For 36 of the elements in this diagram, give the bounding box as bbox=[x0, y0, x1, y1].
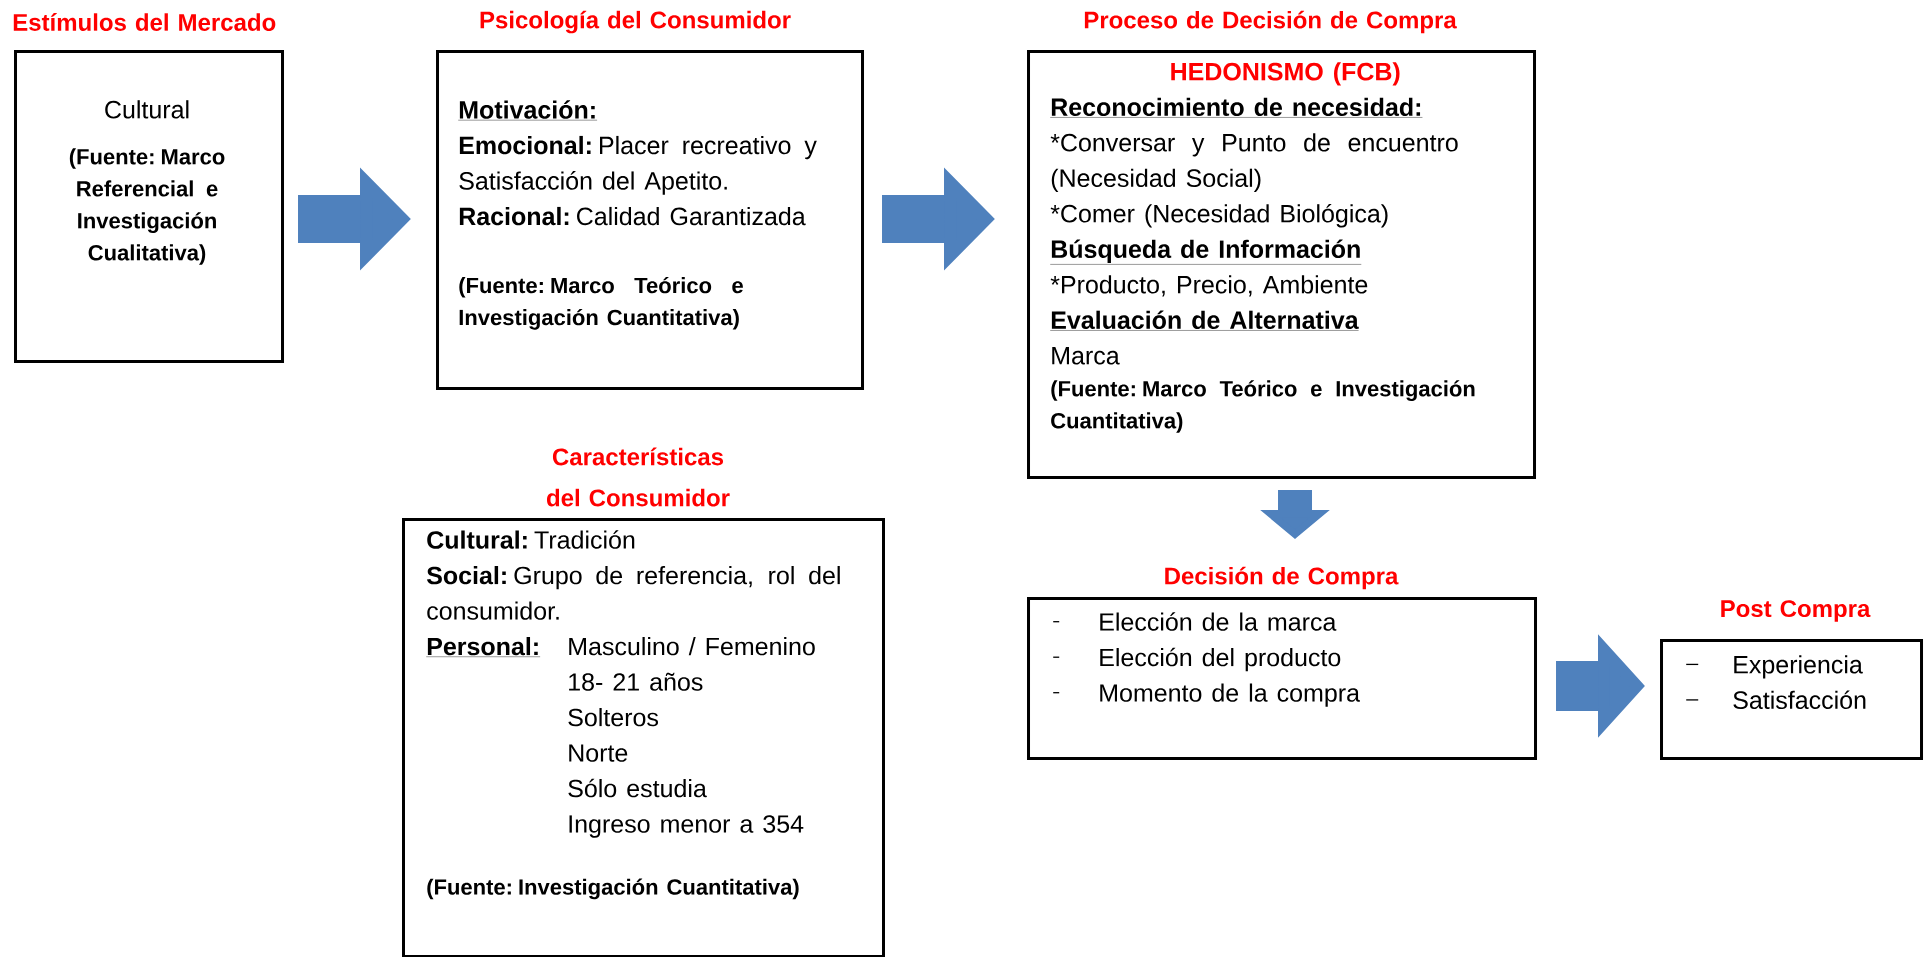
list-item: Solteros bbox=[568, 708, 658, 727]
body-text: *Comer (Necesidad Biológica) bbox=[1050, 203, 1388, 228]
section-heading: Personal: bbox=[426, 637, 541, 657]
body-text: Cultural: Tradición bbox=[427, 530, 635, 549]
source-note: (Fuente: Marco Referencial e Investigación Cualitativa) bbox=[69, 148, 225, 265]
body-text: Cultural bbox=[105, 100, 189, 119]
section-heading: Evaluación de Alternativa bbox=[1050, 310, 1359, 331]
list-item: Elección del producto bbox=[1052, 647, 1341, 672]
body-text: Racional: Calidad Garantizada bbox=[459, 206, 806, 226]
box-title: Psicología del Consumidor bbox=[480, 10, 791, 34]
list-item: Satisfacción bbox=[1685, 690, 1866, 710]
body-text: *Producto, Precio, Ambiente bbox=[1050, 275, 1368, 297]
section-heading: Motivación: bbox=[458, 100, 598, 121]
box-title: Estímulos del Mercado bbox=[13, 13, 276, 31]
list-item: Momento de la compra bbox=[1052, 683, 1360, 707]
body-text: Marca bbox=[1052, 347, 1120, 365]
box-title: Decisión de Compra bbox=[1165, 566, 1399, 590]
box-title: Post Compra bbox=[1721, 600, 1871, 622]
body-text: Emocional: Placer recreativo y Satisfacción del Apetito. bbox=[459, 135, 817, 195]
list-item: Ingreso menor a 354 bbox=[569, 815, 804, 838]
body-text: *Conversar y Punto de encuentro (Necesidad Social) bbox=[1050, 133, 1458, 192]
box-title: Proceso de Decisión de Compra bbox=[1084, 10, 1457, 34]
box-title: Características del Consumidor bbox=[547, 447, 730, 507]
source-note: (Fuente: Investigación Cuantitativa) bbox=[427, 878, 799, 900]
subheading: HEDONISMO (FCB) bbox=[1171, 62, 1400, 86]
source-note: (Fuente: Marco Teórico e Investigación Cuantitativa) bbox=[1051, 380, 1475, 433]
section-heading: Reconocimiento de necesidad: bbox=[1050, 97, 1423, 118]
list-item: Masculino / Femenino bbox=[569, 637, 815, 656]
list-item: Experiencia bbox=[1685, 655, 1863, 679]
source-note: (Fuente: Marco Teórico e Investigación Cuantitativa) bbox=[459, 276, 743, 330]
section-heading: Búsqueda de Información bbox=[1050, 239, 1362, 265]
list-item: Sólo estudia bbox=[568, 778, 707, 798]
list-item: 18- 21 años bbox=[569, 672, 703, 691]
list-item: Norte bbox=[569, 744, 628, 762]
list-item: Elección de la marca bbox=[1052, 612, 1337, 631]
body-text: Social: Grupo de referencia, rol del consumidor. bbox=[426, 566, 840, 620]
